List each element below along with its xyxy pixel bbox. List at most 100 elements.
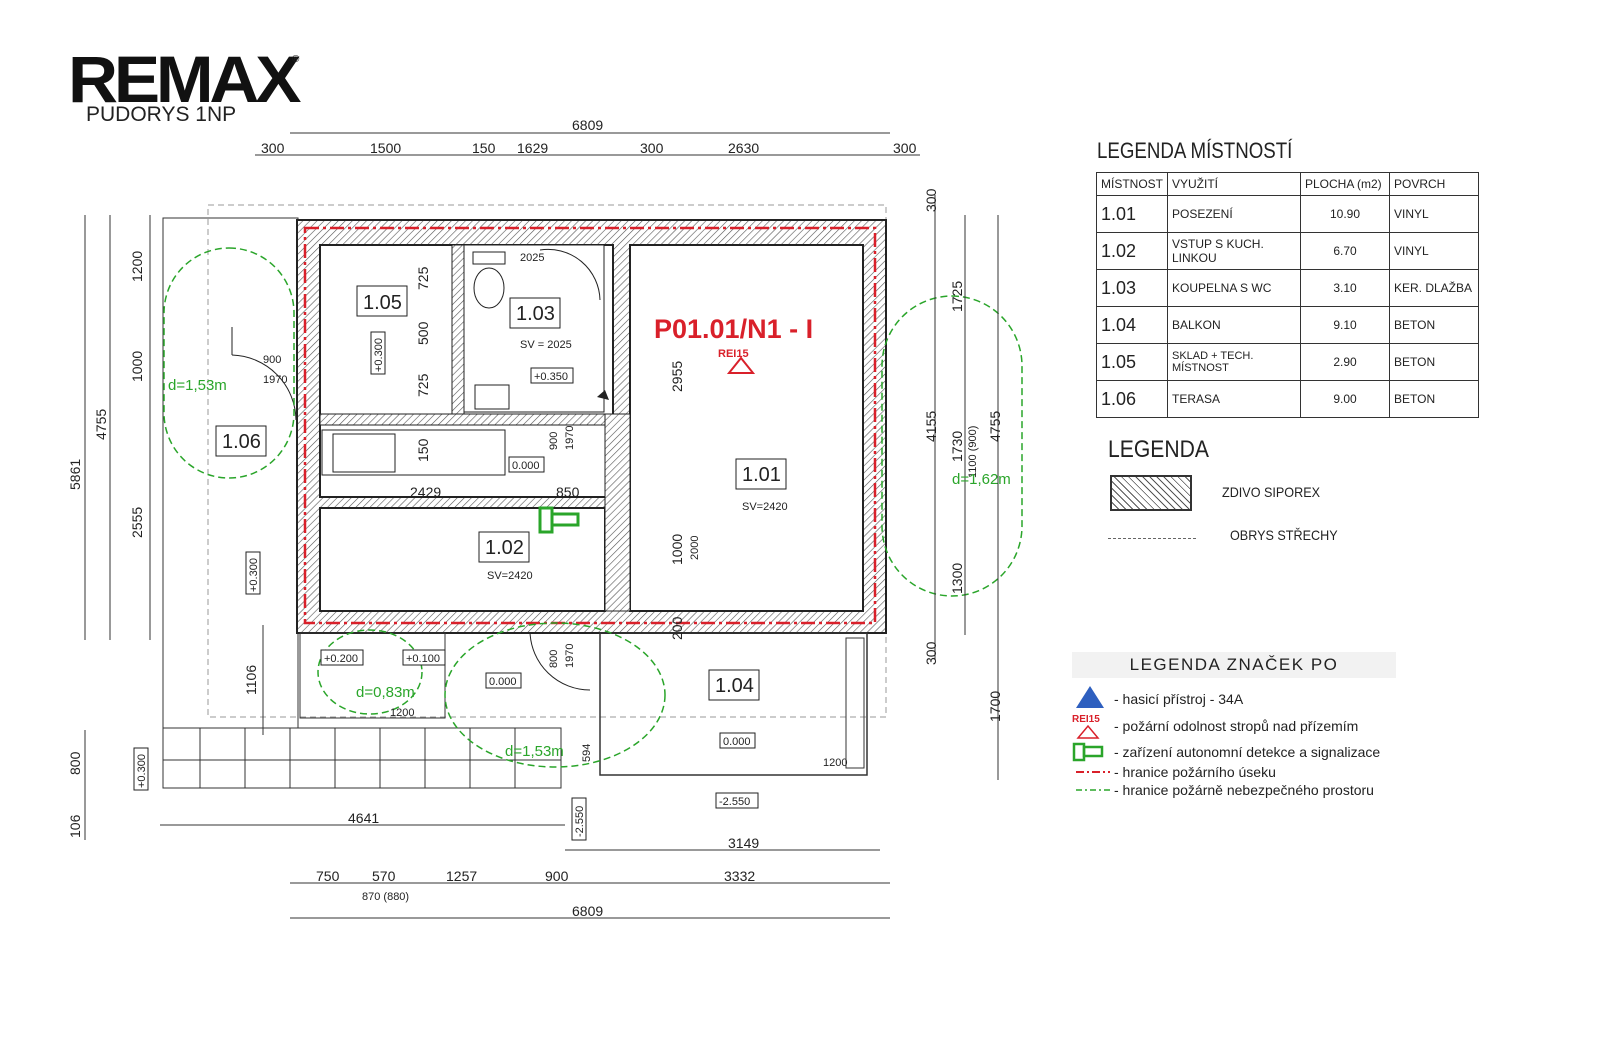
svg-text:850: 850 (556, 484, 580, 500)
svg-text:1257: 1257 (446, 868, 477, 884)
legend-rooms-title: LEGENDA MÍSTNOSTÍ (1097, 138, 1293, 163)
svg-text:4755: 4755 (93, 409, 109, 440)
legend-po-title: LEGENDA ZNAČEK PO (1072, 652, 1396, 678)
svg-text:1000: 1000 (129, 351, 145, 382)
po-item-detector: - zařízení autonomní detekce a signaliza… (1114, 744, 1381, 760)
hazard-zones (163, 247, 1023, 768)
svg-text:1200: 1200 (390, 707, 414, 719)
rei-legend-triangle-icon (1076, 724, 1100, 739)
svg-text:300: 300 (640, 140, 664, 156)
svg-text:300: 300 (923, 188, 939, 212)
svg-text:900: 900 (263, 354, 281, 366)
svg-text:2000: 2000 (689, 536, 701, 560)
svg-text:1970: 1970 (564, 426, 576, 450)
svg-text:300: 300 (923, 641, 939, 665)
po-item-extinguisher: - hasicí přístroj - 34A (1114, 691, 1244, 707)
room-1-06: 1.06 (222, 431, 261, 453)
room-labels: 1.05 1.03 SV = 2025 1.01 SV=2420 1.02 SV… (215, 285, 788, 701)
svg-text:2630: 2630 (728, 140, 759, 156)
room-1-01: 1.01 (742, 464, 781, 486)
svg-text:300: 300 (893, 140, 917, 156)
room-1-05: 1.05 (363, 292, 402, 314)
room-1-02: 1.02 (485, 537, 524, 559)
svg-text:1970: 1970 (564, 644, 576, 668)
distance-label: d=1,62m (952, 471, 1011, 488)
svg-text:-2.550: -2.550 (574, 806, 586, 837)
rei-triangle-icon (726, 356, 756, 374)
svg-text:2555: 2555 (129, 507, 145, 538)
svg-text:0.000: 0.000 (723, 736, 751, 748)
svg-text:725: 725 (415, 373, 431, 397)
svg-text:870 (880): 870 (880) (362, 891, 409, 903)
dim-top-total: 6809 (572, 117, 603, 133)
svg-text:800: 800 (548, 650, 560, 668)
table-header-row: MÍSTNOST VYUŽITÍ PLOCHA (m2) POVRCH (1096, 172, 1479, 196)
svg-text:+0.350: +0.350 (534, 371, 568, 383)
svg-text:SV=2420: SV=2420 (742, 501, 788, 513)
rei-label: REI15 (718, 348, 749, 360)
table-row: 1.06 TERASA 9.00 BETON (1096, 380, 1479, 418)
svg-text:-2.550: -2.550 (719, 796, 750, 808)
rei-legend-label: REI15 (1072, 714, 1100, 725)
registered-mark: ® (292, 54, 300, 65)
extinguisher-icon (597, 390, 609, 400)
detector-icon (538, 506, 580, 534)
svg-text:4641: 4641 (348, 810, 379, 826)
table-header: PLOCHA (m2) (1300, 172, 1390, 196)
fire-section-boundary (303, 226, 877, 625)
svg-text:+0.300: +0.300 (136, 754, 148, 788)
svg-text:300: 300 (261, 140, 285, 156)
svg-text:+0.300: +0.300 (373, 338, 385, 372)
svg-text:725: 725 (415, 266, 431, 290)
svg-text:3149: 3149 (728, 835, 759, 851)
fire-section-label: P01.01/N1 - I (654, 314, 813, 344)
svg-text:+0.300: +0.300 (248, 558, 260, 592)
svg-text:1700: 1700 (987, 691, 1003, 722)
detector-legend-icon (1072, 742, 1086, 762)
svg-text:750: 750 (316, 868, 340, 884)
table-row: 1.02 VSTUP S KUCH. LINKOU 6.70 VINYL (1096, 232, 1479, 270)
distance-label: d=0,83m (356, 684, 415, 701)
stairs (162, 727, 562, 789)
legend-title: LEGENDA (1108, 436, 1209, 463)
svg-text:0.000: 0.000 (512, 460, 540, 472)
svg-text:150: 150 (472, 140, 496, 156)
svg-text:3332: 3332 (724, 868, 755, 884)
rooms-legend-table: MÍSTNOST VYUŽITÍ PLOCHA (m2) POVRCH 1.01… (1096, 172, 1479, 418)
svg-text:500: 500 (415, 321, 431, 345)
room-1-04: 1.04 (715, 675, 754, 697)
distance-label: d=1,53m (505, 743, 564, 760)
po-item-rei: - požární odolnost stropů nad přízemím (1114, 718, 1359, 734)
svg-text:200: 200 (669, 616, 685, 640)
svg-text:4155: 4155 (923, 411, 939, 442)
svg-text:+0.100: +0.100 (406, 653, 440, 665)
svg-text:1300: 1300 (949, 563, 965, 594)
svg-text:1200: 1200 (129, 251, 145, 282)
siporex-swatch (1110, 475, 1192, 511)
svg-text:106: 106 (67, 814, 83, 838)
table-header: POVRCH (1389, 172, 1479, 196)
table-row: 1.04 BALKON 9.10 BETON (1096, 306, 1479, 344)
table-header: VYUŽITÍ (1167, 172, 1301, 196)
table-row: 1.03 KOUPELNA S WC 3.10 KER. DLAŽBA (1096, 269, 1479, 307)
svg-text:SV=2420: SV=2420 (487, 570, 533, 582)
level-markers (133, 331, 759, 841)
table-row: 1.05 SKLAD + TECH. MÍSTNOST 2.90 BETON (1096, 343, 1479, 381)
svg-text:1000: 1000 (669, 534, 685, 565)
svg-text:SV = 2025: SV = 2025 (520, 339, 572, 351)
svg-text:2429: 2429 (410, 484, 441, 500)
svg-text:0.000: 0.000 (489, 676, 517, 688)
svg-text:900: 900 (545, 868, 569, 884)
svg-text:1730: 1730 (949, 431, 965, 462)
room-1-03: 1.03 (516, 303, 555, 325)
svg-text:+0.200: +0.200 (324, 653, 358, 665)
svg-text:1629: 1629 (517, 140, 548, 156)
svg-text:1100 (900): 1100 (900) (967, 426, 979, 478)
legend-item-siporex: ZDIVO SIPOREX (1222, 484, 1321, 500)
svg-text:800: 800 (67, 751, 83, 775)
svg-text:5861: 5861 (67, 459, 83, 490)
page-title: PUDORYS 1NP (86, 103, 237, 126)
roof-outline-swatch (1108, 538, 1196, 539)
svg-text:1970: 1970 (263, 374, 287, 386)
